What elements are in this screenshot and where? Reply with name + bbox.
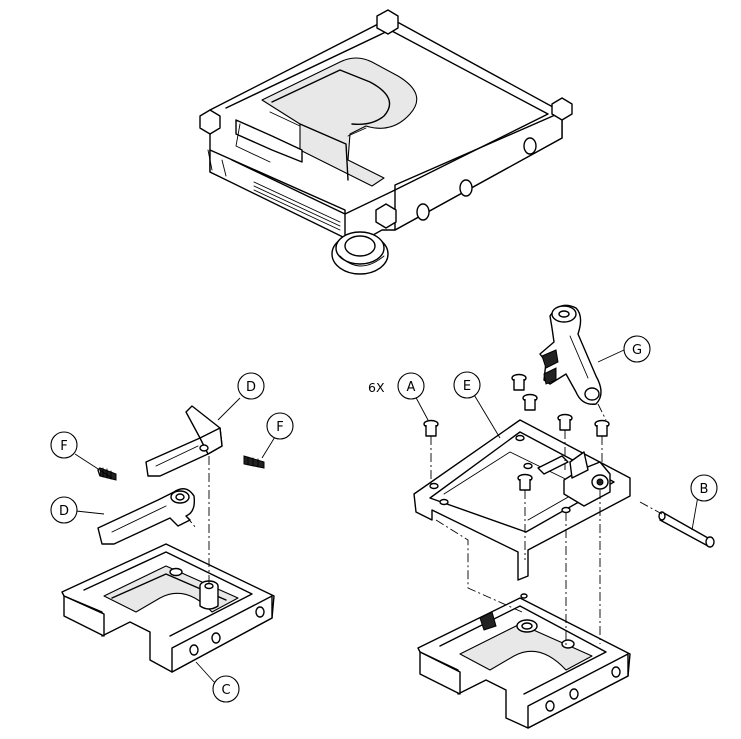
assembled-unit bbox=[199, 9, 573, 275]
screw-a-3 bbox=[522, 393, 538, 411]
spring-part-f-right bbox=[243, 455, 265, 469]
svg-text:F: F bbox=[276, 420, 283, 435]
svg-text:D: D bbox=[59, 504, 69, 519]
centerline-left-2 bbox=[185, 515, 197, 529]
pin-part-b bbox=[658, 511, 715, 548]
base-part-lower-right bbox=[417, 593, 631, 729]
leader-lines bbox=[74, 349, 699, 684]
centerline-right-9 bbox=[597, 403, 607, 421]
callout-d-lower: D bbox=[50, 496, 78, 524]
svg-text:B: B bbox=[700, 482, 709, 497]
quantity-label: 6X bbox=[368, 380, 385, 395]
callout-a: 6X A bbox=[368, 372, 425, 400]
svg-text:A: A bbox=[407, 380, 416, 395]
svg-text:F: F bbox=[60, 439, 67, 454]
lever-part-d-upper bbox=[145, 405, 223, 477]
base-part-c bbox=[61, 543, 275, 673]
callout-c: C bbox=[212, 675, 240, 703]
svg-text:E: E bbox=[463, 379, 471, 394]
callout-d-upper: D bbox=[237, 372, 265, 400]
callout-e: E bbox=[453, 371, 481, 399]
callout-b: B bbox=[690, 474, 718, 502]
callout-f-right: F bbox=[266, 412, 294, 440]
spring-part-f-left bbox=[97, 467, 117, 481]
svg-text:G: G bbox=[632, 343, 642, 358]
screw-a-2 bbox=[511, 373, 527, 391]
arm-part-g bbox=[539, 304, 602, 405]
centerline-right-2 bbox=[435, 519, 523, 613]
callout-g: G bbox=[623, 335, 651, 363]
callout-f-left: F bbox=[50, 431, 78, 459]
screw-a-6 bbox=[517, 473, 533, 491]
svg-text:C: C bbox=[221, 683, 230, 698]
svg-text:D: D bbox=[246, 380, 256, 395]
screw-a-1 bbox=[423, 419, 439, 437]
centerline-right-8 bbox=[639, 501, 663, 515]
screw-a-5 bbox=[594, 419, 610, 437]
lever-part-d-lower bbox=[97, 488, 196, 545]
plate-part-e bbox=[413, 419, 631, 581]
screw-a-4 bbox=[557, 413, 573, 431]
